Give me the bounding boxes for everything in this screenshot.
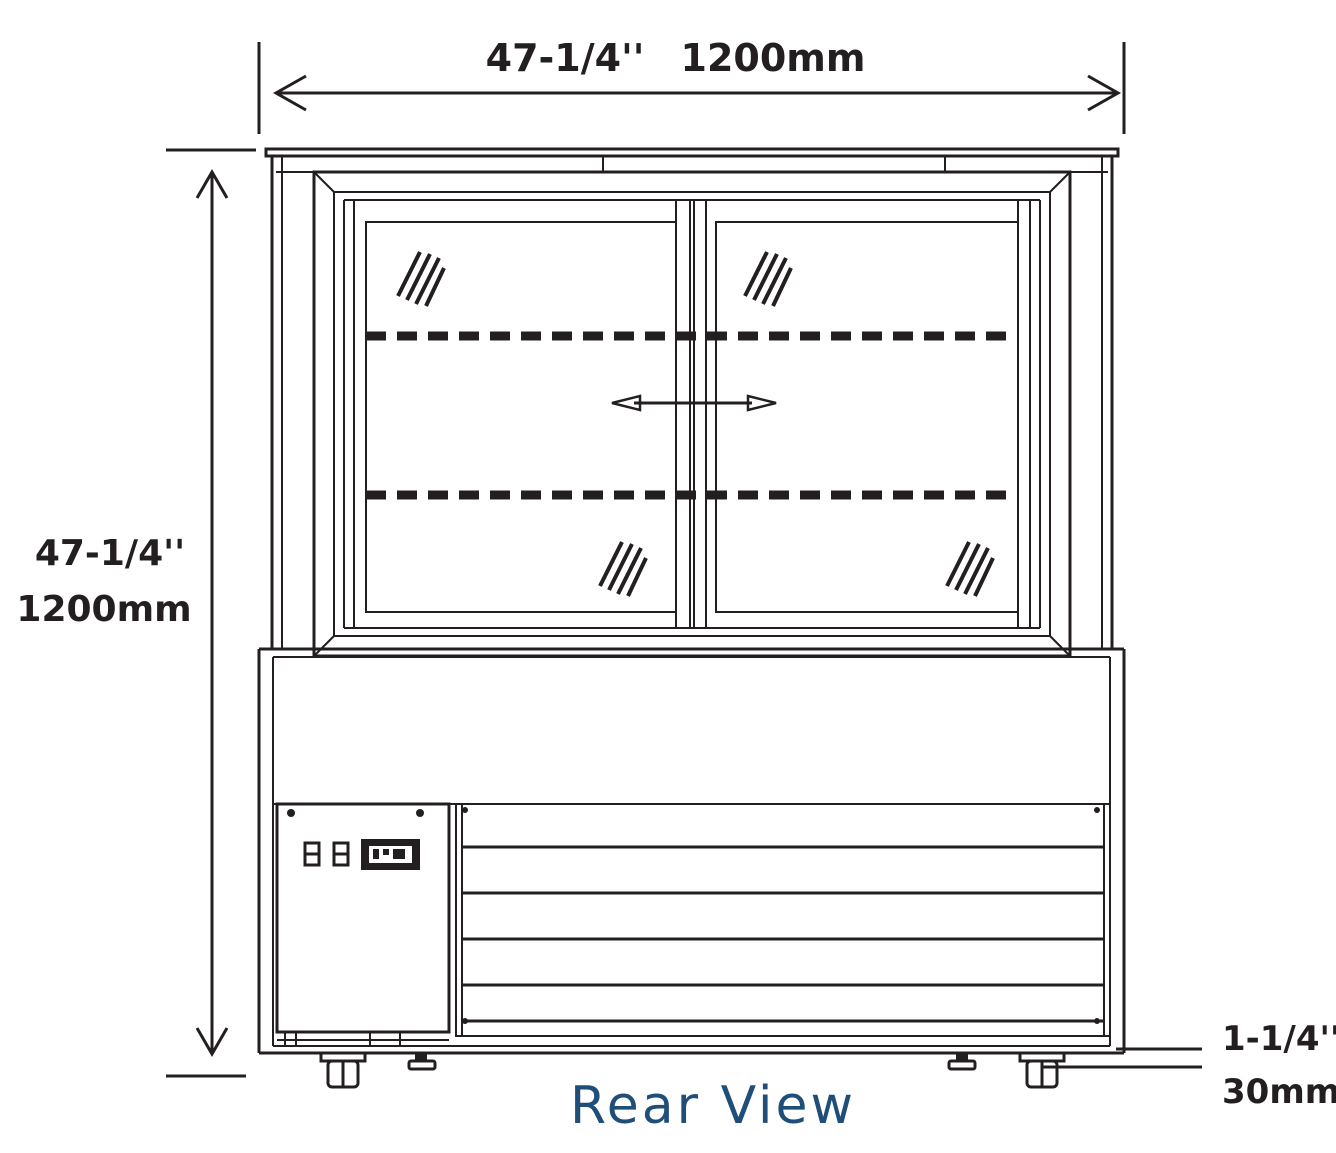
height-metric-label: 1200mm <box>16 589 191 630</box>
glass-hatch-icon <box>945 541 995 597</box>
clearance-metric-label: 30mm <box>1222 1072 1336 1112</box>
leveling-foot-icon <box>407 1053 437 1071</box>
glass-hatch-icon <box>743 251 793 307</box>
left-sliding-door <box>353 199 691 629</box>
height-imperial-label: 47-1/4'' <box>35 533 185 574</box>
height-dimension: 47-1/4'' 1200mm <box>16 148 256 1078</box>
sliding-arrow-icon <box>611 394 777 412</box>
width-dimension: 47-1/4'' 1200mm <box>257 36 1126 134</box>
width-metric-label: 1200mm <box>681 36 866 80</box>
glass-hatch-icon <box>598 541 648 597</box>
glass-hatch-icon <box>396 251 446 307</box>
control-panel <box>275 802 451 1046</box>
leveling-foot-icon <box>947 1053 977 1071</box>
display-case-cabinet <box>257 147 1126 1089</box>
base-panel <box>257 647 1126 1055</box>
caster-wheel-icon <box>319 1051 367 1089</box>
clearance-imperial-label: 1-1/4'' <box>1222 1019 1336 1059</box>
right-sliding-door <box>693 199 1031 629</box>
caster-wheel-icon <box>1018 1051 1066 1089</box>
view-caption: Rear View <box>570 1076 856 1136</box>
condenser-vent <box>455 803 1111 1037</box>
control-buttons-icon <box>303 841 350 867</box>
width-imperial-label: 47-1/4'' <box>486 36 645 80</box>
clearance-dimension: 1-1/4'' 30mm <box>1042 1019 1336 1112</box>
thermostat-display-icon <box>361 839 420 870</box>
